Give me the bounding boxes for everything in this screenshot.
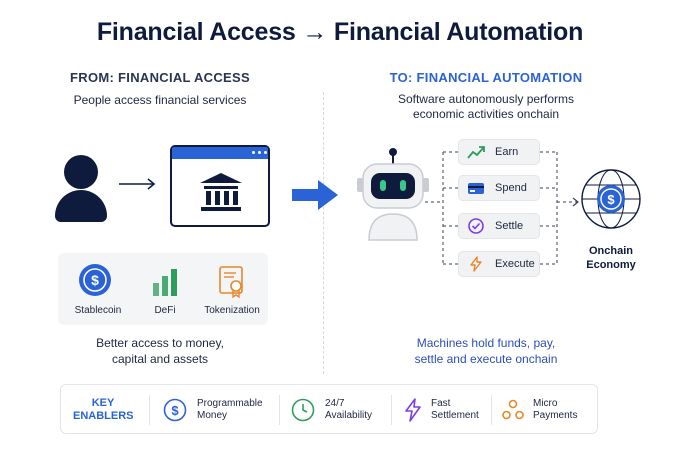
enabler-2-line2: Settlement <box>431 410 479 421</box>
to-subtitle-line1: Software autonomously performs <box>397 92 575 106</box>
action-label-settle: Settle <box>495 220 524 232</box>
lightning-icon <box>470 256 482 272</box>
enabler-separator <box>491 395 492 425</box>
enabler-availability: 24/7 Availability <box>325 398 372 422</box>
connector-lines <box>425 151 579 265</box>
enabler-micro-payments: Micro Payments <box>533 398 577 422</box>
lightning-icon <box>405 398 421 422</box>
action-execute: Execute <box>458 251 540 277</box>
enabler-3-line1: Micro <box>533 398 558 409</box>
person-icon <box>64 155 98 189</box>
onchain-line2: Economy <box>586 259 636 271</box>
certificate-icon <box>219 266 243 299</box>
key-enablers-bar: KEY ENABLERS $ Programmable Money 24/7 A… <box>60 384 598 434</box>
person-body-icon <box>55 190 107 222</box>
action-settle: Settle <box>458 213 540 239</box>
page-title: Financial Access → Financial Automation <box>96 18 584 46</box>
enabler-separator <box>391 395 392 425</box>
to-summary: Machines hold funds, pay, settle and exe… <box>356 335 616 367</box>
from-summary-line2: capital and assets <box>111 352 209 366</box>
item-label-stablecoin: Stablecoin <box>74 305 122 316</box>
globe-dollar-icon: $ <box>581 169 641 229</box>
item-label-defi: DeFi <box>154 305 176 316</box>
action-earn: Earn <box>458 139 540 165</box>
item-label-tokenization: Tokenization <box>204 305 260 316</box>
bank-icon <box>200 173 242 211</box>
to-heading: TO: FINANCIAL AUTOMATION <box>389 70 583 85</box>
coins-icon <box>502 399 524 420</box>
enabler-1-line2: Availability <box>325 410 373 421</box>
arrow-right-icon <box>119 178 156 190</box>
to-subtitle: Software autonomously performs economic … <box>366 92 606 122</box>
from-summary: Better access to money, capital and asse… <box>40 335 280 367</box>
action-label-execute: Execute <box>495 258 535 270</box>
enabler-1-line1: 24/7 <box>325 398 345 409</box>
enabler-2-line1: Fast <box>431 398 451 409</box>
robot-icon <box>357 148 429 241</box>
action-label-earn: Earn <box>495 146 519 158</box>
to-summary-line2: settle and execute onchain <box>414 352 558 366</box>
action-spend: Spend <box>458 175 540 201</box>
svg-text:$: $ <box>91 272 99 288</box>
enabler-0-line2: Money <box>197 410 228 421</box>
browser-window-icon <box>170 145 270 227</box>
enabler-separator <box>149 395 150 425</box>
clock-icon <box>291 398 315 422</box>
trend-up-icon <box>467 146 485 159</box>
from-summary-line1: Better access to money, <box>96 336 224 350</box>
enabler-3-line2: Payments <box>533 410 578 421</box>
svg-text:$: $ <box>171 403 179 418</box>
enabler-fast-settlement: Fast Settlement <box>431 398 479 422</box>
card-icon <box>468 183 484 194</box>
svg-text:$: $ <box>607 192 615 207</box>
from-heading: FROM: FINANCIAL ACCESS <box>70 70 250 85</box>
to-subtitle-line2: economic activities onchain <box>412 107 560 121</box>
transition-arrow-icon <box>292 180 338 210</box>
onchain-line1: Onchain <box>588 245 633 257</box>
enabler-0-line1: Programmable <box>197 398 263 409</box>
check-circle-icon <box>468 218 484 234</box>
dollar-circle-icon: $ <box>163 398 187 422</box>
key-enablers-heading: KEY ENABLERS <box>73 397 134 423</box>
onchain-economy-label: Onchain Economy <box>565 244 657 272</box>
enabler-programmable-money: Programmable Money <box>197 398 263 422</box>
from-subtitle: People access financial services <box>73 93 247 107</box>
from-products-card: $ Stablecoin DeFi Tokenization <box>58 253 268 325</box>
bar-chart-icon <box>153 269 177 296</box>
enabler-separator <box>279 395 280 425</box>
key-enablers-line1: KEY <box>91 397 115 409</box>
key-enablers-line2: ENABLERS <box>73 410 134 422</box>
to-summary-line1: Machines hold funds, pay, <box>416 336 556 350</box>
dollar-coin-icon: $ <box>79 264 111 296</box>
section-divider <box>323 92 324 374</box>
action-label-spend: Spend <box>495 182 527 194</box>
